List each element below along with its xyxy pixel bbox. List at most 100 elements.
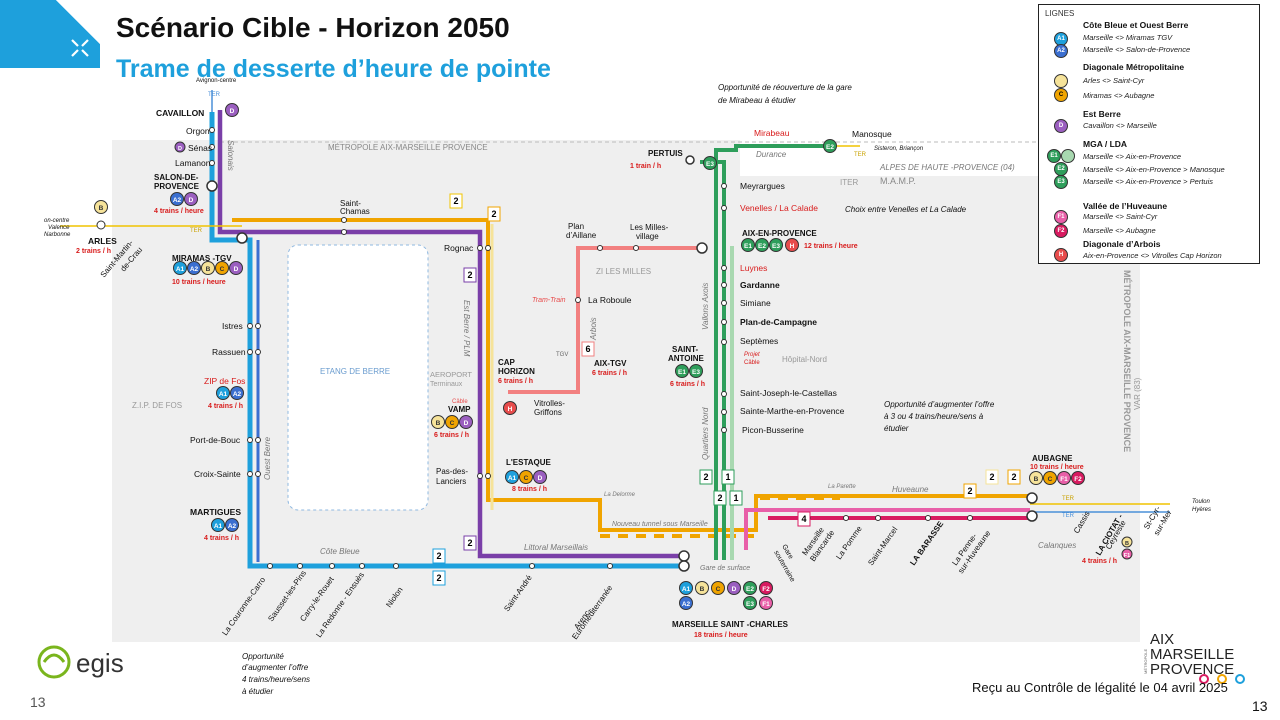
- line-huveaune-f1: [744, 508, 1030, 550]
- svg-text:6: 6: [585, 344, 590, 354]
- legend-row: Marseille <> Saint-Cyr: [1083, 212, 1158, 221]
- svg-text:A2: A2: [228, 523, 237, 530]
- svg-text:village: village: [636, 232, 659, 241]
- svg-text:C: C: [716, 586, 721, 593]
- svg-text:CAP: CAP: [498, 358, 516, 367]
- svg-text:Picon-Busserine: Picon-Busserine: [742, 425, 804, 435]
- svg-text:Littoral Marseillais: Littoral Marseillais: [524, 543, 588, 552]
- legend-group-title: Côte Bleue et Ouest Berre: [1083, 20, 1189, 30]
- metropole-zone: [112, 140, 1140, 642]
- svg-text:D: D: [538, 475, 543, 482]
- legend-badge-icon: E1: [1047, 149, 1061, 163]
- svg-text:C: C: [1048, 476, 1053, 483]
- svg-text:F2: F2: [762, 586, 770, 593]
- legend-group-title: Vallée de l’Huveaune: [1083, 201, 1168, 211]
- svg-text:F1: F1: [1124, 553, 1130, 559]
- svg-text:A1: A1: [219, 391, 228, 398]
- svg-text:D: D: [178, 146, 182, 152]
- legend-panel: LIGNES Côte Bleue et Ouest Berre A1 Mars…: [1038, 4, 1260, 264]
- svg-text:La Parette: La Parette: [828, 484, 856, 490]
- svg-text:H: H: [508, 406, 513, 413]
- svg-text:8 trains / h: 8 trains / h: [512, 486, 547, 493]
- svg-text:Luynes: Luynes: [740, 263, 767, 273]
- legend-badge-icon: H: [1054, 248, 1068, 262]
- svg-text:Les Milles-: Les Milles-: [630, 223, 669, 232]
- legend-row: Marseille <> Aix-en-Provence > Manosque: [1083, 165, 1225, 174]
- svg-text:B: B: [700, 586, 705, 593]
- legend-group-title: MGA / LDA: [1083, 139, 1128, 149]
- svg-text:A2: A2: [173, 197, 182, 204]
- svg-text:Simiane: Simiane: [740, 298, 771, 308]
- svg-text:2 trains / h: 2 trains / h: [76, 248, 111, 255]
- legend-badge-icon: A2: [1054, 44, 1068, 58]
- svg-text:12 trains / heure: 12 trains / heure: [804, 243, 858, 250]
- svg-text:E2: E2: [758, 243, 766, 250]
- svg-text:de Mirabeau à étudier: de Mirabeau à étudier: [718, 96, 796, 105]
- svg-text:4 trains / h: 4 trains / h: [208, 403, 243, 410]
- svg-text:Salonais: Salonais: [226, 140, 235, 171]
- legend-row: Marseille <> Aix-en-Provence > Pertuis: [1083, 177, 1213, 186]
- svg-text:E3: E3: [692, 369, 700, 376]
- legend-badge-icon: C: [1054, 88, 1068, 102]
- zip-label: Z.I.P. DE FOS: [132, 401, 182, 410]
- legend-badge-icon: E2: [1054, 162, 1068, 176]
- legend-group-title: Diagonale Métropolitaine: [1083, 62, 1185, 72]
- svg-text:10 trains / heure: 10 trains / heure: [172, 279, 226, 286]
- svg-text:TER: TER: [1062, 513, 1075, 519]
- svg-text:1: 1: [725, 472, 730, 482]
- svg-text:Orgon: Orgon: [186, 126, 210, 136]
- svg-text:Gare de surface: Gare de surface: [700, 565, 750, 572]
- svg-text:Toulon: Toulon: [1192, 499, 1210, 505]
- mamp-label: M.A.M.P.: [880, 176, 916, 186]
- legend-row: Arles <> Saint-Cyr: [1083, 76, 1145, 85]
- svg-text:2: 2: [467, 270, 472, 280]
- legend-row: Marseille <> Aix-en-Provence: [1083, 152, 1182, 161]
- legend-group-title: Diagonale d’Arbois: [1083, 239, 1161, 249]
- svg-text:B: B: [436, 420, 441, 427]
- line-diagonale: [232, 218, 1030, 532]
- svg-text:6 trains / h: 6 trains / h: [434, 432, 469, 439]
- svg-text:Mirabeau: Mirabeau: [754, 128, 790, 138]
- svg-text:Vallons Axois: Vallons Axois: [701, 283, 710, 330]
- metropole-top-label: MÉTROPOLE AIX-MARSEILLE PROVENCE: [328, 143, 488, 152]
- svg-text:2: 2: [467, 538, 472, 548]
- svg-text:Sisteron, Briançon: Sisteron, Briançon: [874, 146, 924, 152]
- svg-text:E1: E1: [678, 369, 686, 376]
- svg-text:Câble: Câble: [452, 399, 468, 405]
- svg-text:Chamas: Chamas: [340, 207, 370, 216]
- svg-text:A1: A1: [214, 523, 223, 530]
- svg-text:Narbonne: Narbonne: [44, 232, 71, 238]
- svg-text:SAINT-: SAINT-: [672, 345, 699, 354]
- svg-text:Ouest Berre: Ouest Berre: [263, 436, 272, 480]
- svg-text:2: 2: [989, 472, 994, 482]
- svg-text:d’Aillane: d’Aillane: [566, 231, 597, 240]
- legend-row: Cavaillon <> Marseille: [1083, 121, 1157, 130]
- etang-label: ETANG DE BERRE: [320, 367, 390, 376]
- svg-text:Quartiers Nord: Quartiers Nord: [701, 407, 710, 460]
- legend-badge-icon: F1: [1054, 210, 1068, 224]
- svg-text:Projet: Projet: [744, 352, 760, 358]
- svg-text:4 trains / h: 4 trains / h: [1082, 558, 1117, 565]
- svg-text:Sainte-Marthe-en-Provence: Sainte-Marthe-en-Provence: [740, 406, 845, 416]
- svg-text:Avignon-centre: Avignon-centre: [196, 78, 237, 84]
- legend-row: Marseille <> Miramas TGV: [1083, 33, 1173, 42]
- svg-text:2: 2: [453, 196, 458, 206]
- expand-icon: [71, 39, 89, 57]
- svg-text:18 trains / heure: 18 trains / heure: [694, 632, 748, 639]
- svg-text:on-centre: on-centre: [44, 218, 70, 224]
- svg-text:Saint-Joseph-le-Castellas: Saint-Joseph-le-Castellas: [740, 388, 837, 398]
- svg-text:D: D: [189, 197, 194, 204]
- line-est-berre: [217, 110, 684, 559]
- legend-row: Miramas <> Aubagne: [1083, 91, 1155, 100]
- svg-text:VAMP: VAMP: [448, 405, 471, 414]
- svg-text:A1: A1: [176, 266, 185, 273]
- svg-text:L'ESTAQUE: L'ESTAQUE: [506, 458, 552, 467]
- svg-text:Istres: Istres: [222, 321, 243, 331]
- svg-text:CAVAILLON: CAVAILLON: [156, 108, 204, 118]
- line-arbois: [508, 246, 702, 394]
- svg-text:A2: A2: [233, 391, 242, 398]
- page-number-right: 13: [1252, 698, 1268, 714]
- svg-text:D: D: [732, 586, 737, 593]
- svg-text:A1: A1: [682, 586, 691, 593]
